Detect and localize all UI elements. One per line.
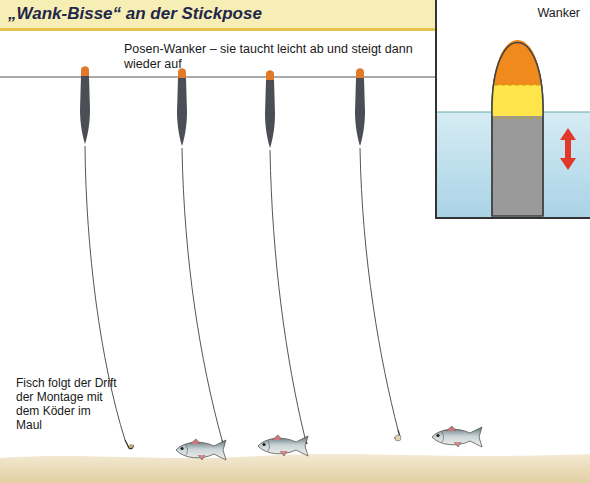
annotation: Posen-Wanker – sie taucht leicht ab und … bbox=[124, 42, 424, 72]
stick-floats bbox=[80, 66, 365, 148]
lake-bed bbox=[0, 454, 590, 483]
water-surface bbox=[0, 77, 437, 78]
inset-box: Wanker bbox=[435, 0, 590, 219]
diagram-title: „Wank-Bisse“ an der Stickpose bbox=[8, 4, 262, 24]
up-down-arrow bbox=[560, 128, 576, 170]
annotation: Fisch folgt der Drift der Montage mit de… bbox=[16, 376, 120, 432]
inset-title: Wanker bbox=[537, 6, 580, 20]
fishing-lines bbox=[85, 146, 398, 440]
fish bbox=[176, 426, 482, 460]
inset-illustration bbox=[436, 0, 590, 218]
